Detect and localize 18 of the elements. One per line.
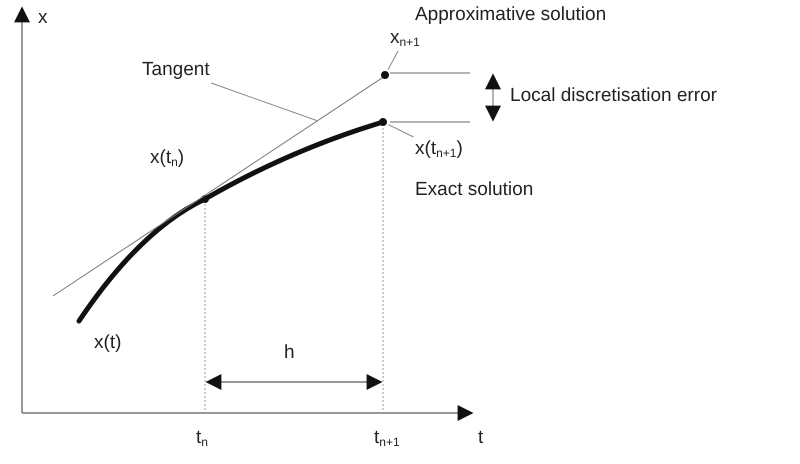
callout-label: x$_{n+1}$	[390, 28, 420, 50]
curve-label: x(t)	[94, 333, 122, 354]
point-label: x(t$_{n}$)	[150, 148, 184, 170]
point-marker	[379, 118, 387, 126]
tick-label: t$_{n+1}$	[374, 428, 400, 450]
leader-line	[210, 82, 318, 122]
point-marker	[381, 71, 389, 79]
tick-label: t$_{n}$	[196, 428, 208, 450]
axis-label: t	[478, 428, 484, 449]
annotation-text: Local discretisation error	[510, 86, 717, 107]
annotation-text: Exact solution	[415, 180, 534, 201]
callout-label: x(t$_{n+1}$)	[415, 139, 463, 160]
annotation-text: Approximative solution	[415, 5, 606, 26]
axis-label: x	[38, 8, 48, 29]
leader-line	[388, 124, 414, 138]
dimension-label: h	[284, 343, 295, 364]
callout-label: Tangent	[142, 60, 210, 81]
leader-line	[387, 50, 399, 70]
